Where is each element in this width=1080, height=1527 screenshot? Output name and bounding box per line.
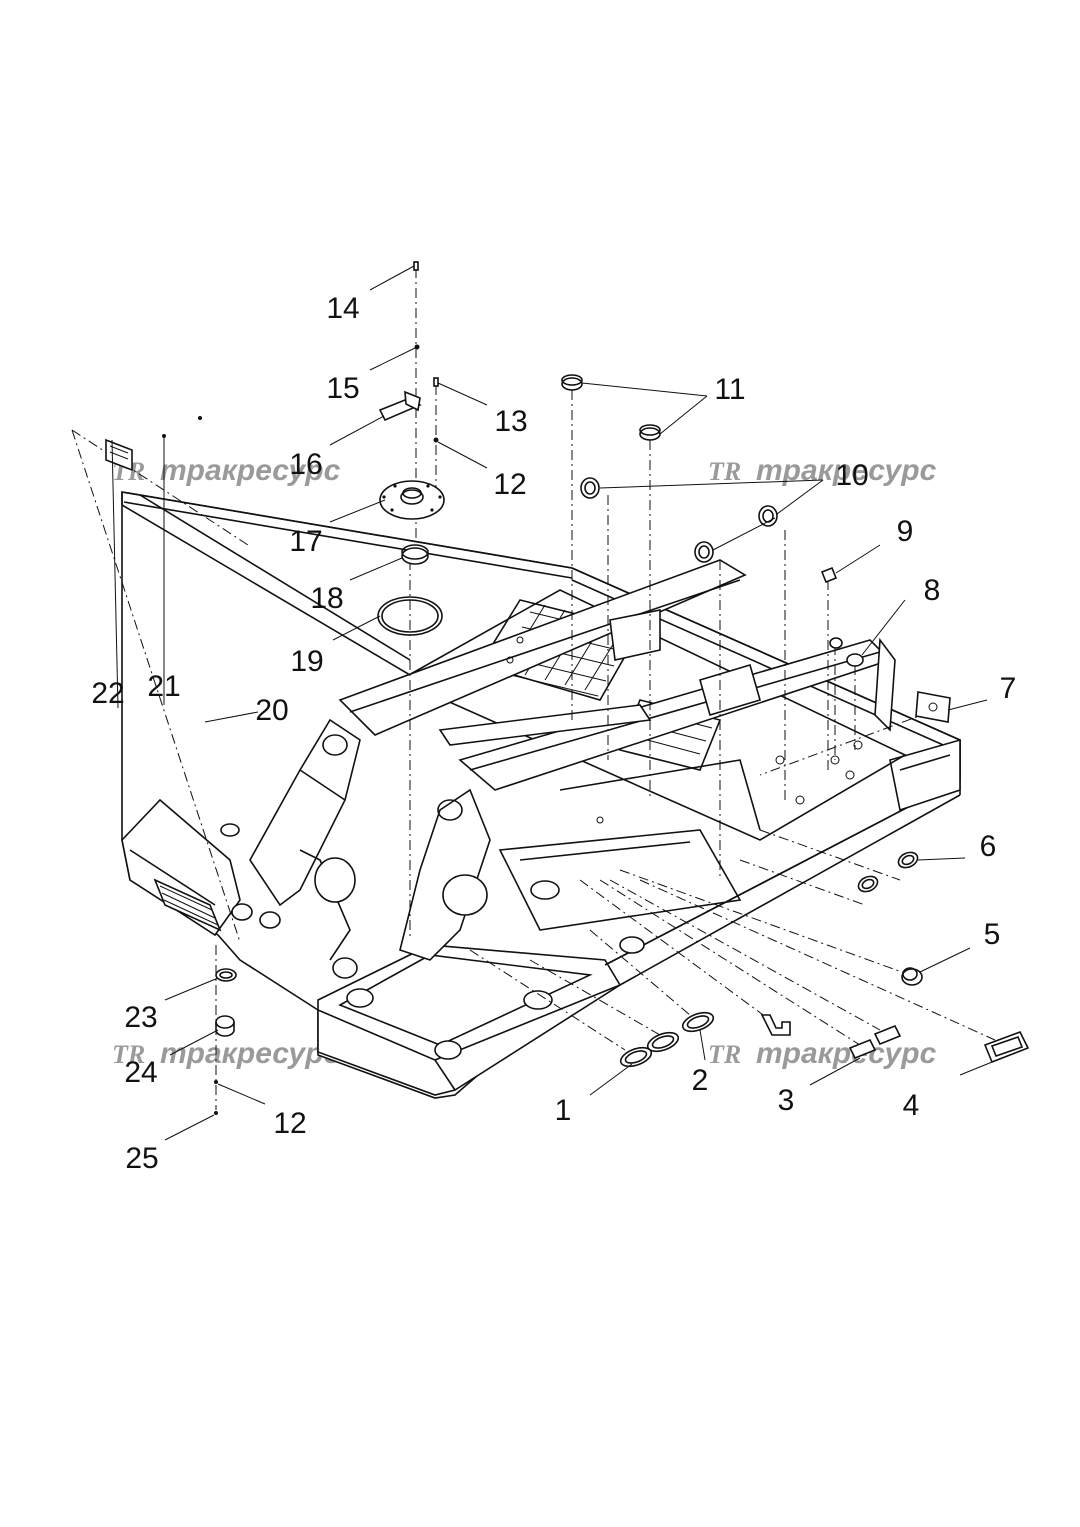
watermark-text: тракресурс bbox=[756, 1037, 937, 1070]
part-22-cover bbox=[105, 438, 133, 472]
callout-15: 15 bbox=[326, 372, 359, 405]
callout-11: 11 bbox=[714, 373, 745, 406]
callout-4: 4 bbox=[903, 1089, 920, 1122]
part-18-ring bbox=[401, 544, 429, 565]
callout-18: 18 bbox=[310, 582, 343, 615]
part-12-washer-lower bbox=[214, 1080, 218, 1084]
part-14-bolt bbox=[413, 261, 419, 271]
part-2-grommets bbox=[646, 1011, 715, 1053]
part-3-grommets bbox=[848, 1024, 902, 1060]
part-4-grommet bbox=[983, 1031, 1030, 1064]
part-5-cap bbox=[901, 967, 923, 986]
callout-25: 25 bbox=[125, 1142, 158, 1175]
u-clip bbox=[760, 1014, 791, 1036]
watermark-logo: TR bbox=[112, 1040, 145, 1069]
callout-16: 16 bbox=[289, 448, 322, 481]
watermark-bottom-right: TR тракресурс bbox=[708, 1037, 937, 1070]
callout-13: 13 bbox=[494, 405, 527, 438]
watermark-bottom-left: TR тракресурс bbox=[112, 1037, 341, 1070]
callout-3: 3 bbox=[778, 1084, 795, 1117]
callout-23: 23 bbox=[124, 1001, 157, 1034]
part-15-washer bbox=[414, 344, 420, 350]
part-9-bolt bbox=[820, 566, 838, 584]
watermark-top-right: TR тракресурс bbox=[708, 454, 937, 487]
loose-parts bbox=[105, 261, 1030, 1115]
callout-8: 8 bbox=[924, 574, 941, 607]
part-20-bolt bbox=[198, 416, 202, 420]
part-25-bolt bbox=[214, 1111, 218, 1115]
callout-24: 24 bbox=[124, 1056, 157, 1089]
upper-frame-assembly bbox=[121, 491, 961, 1099]
part-13-bolt bbox=[433, 377, 439, 387]
watermark-text: тракресурс bbox=[160, 454, 341, 487]
watermark-text: тракресурс bbox=[160, 1037, 341, 1070]
callout-1: 1 bbox=[555, 1094, 572, 1127]
callout-21: 21 bbox=[147, 670, 180, 703]
part-6-rings bbox=[857, 851, 919, 893]
callout-2: 2 bbox=[692, 1064, 709, 1097]
callout-5: 5 bbox=[984, 918, 1001, 951]
part-7-plate bbox=[915, 691, 951, 723]
watermark-logo: TR bbox=[708, 457, 741, 486]
part-24-bushing bbox=[215, 1015, 235, 1037]
callout-19: 19 bbox=[290, 645, 323, 678]
mounting-holes bbox=[220, 636, 863, 1060]
part-16-bracket bbox=[378, 390, 422, 422]
part-11-grommets bbox=[561, 374, 661, 441]
callout-14: 14 bbox=[326, 292, 359, 325]
part-17-flange-plate bbox=[379, 480, 445, 520]
leader-lines bbox=[111, 265, 1003, 1141]
part-8-caps bbox=[829, 637, 864, 667]
callout-12-upper: 12 bbox=[493, 468, 526, 501]
part-23-ring bbox=[215, 968, 237, 982]
part-12-washer bbox=[433, 437, 439, 443]
callout-10: 10 bbox=[835, 459, 868, 492]
callout-20: 20 bbox=[255, 694, 288, 727]
callout-12-lower: 12 bbox=[273, 1107, 306, 1140]
callout-22: 22 bbox=[91, 677, 124, 710]
part-1-grommet bbox=[619, 1046, 653, 1068]
callout-9: 9 bbox=[897, 515, 914, 548]
callout-17: 17 bbox=[289, 525, 322, 558]
part-10-caps bbox=[580, 477, 778, 563]
callout-6: 6 bbox=[980, 830, 997, 863]
watermark-logo: TR bbox=[708, 1040, 741, 1069]
part-19-gasket bbox=[377, 596, 443, 636]
callout-7: 7 bbox=[1000, 672, 1017, 705]
watermark-top-left: TR тракресурс bbox=[112, 454, 341, 487]
callout-labels: 1 2 3 4 5 6 7 8 9 10 11 12 13 14 15 16 1… bbox=[91, 292, 1016, 1175]
